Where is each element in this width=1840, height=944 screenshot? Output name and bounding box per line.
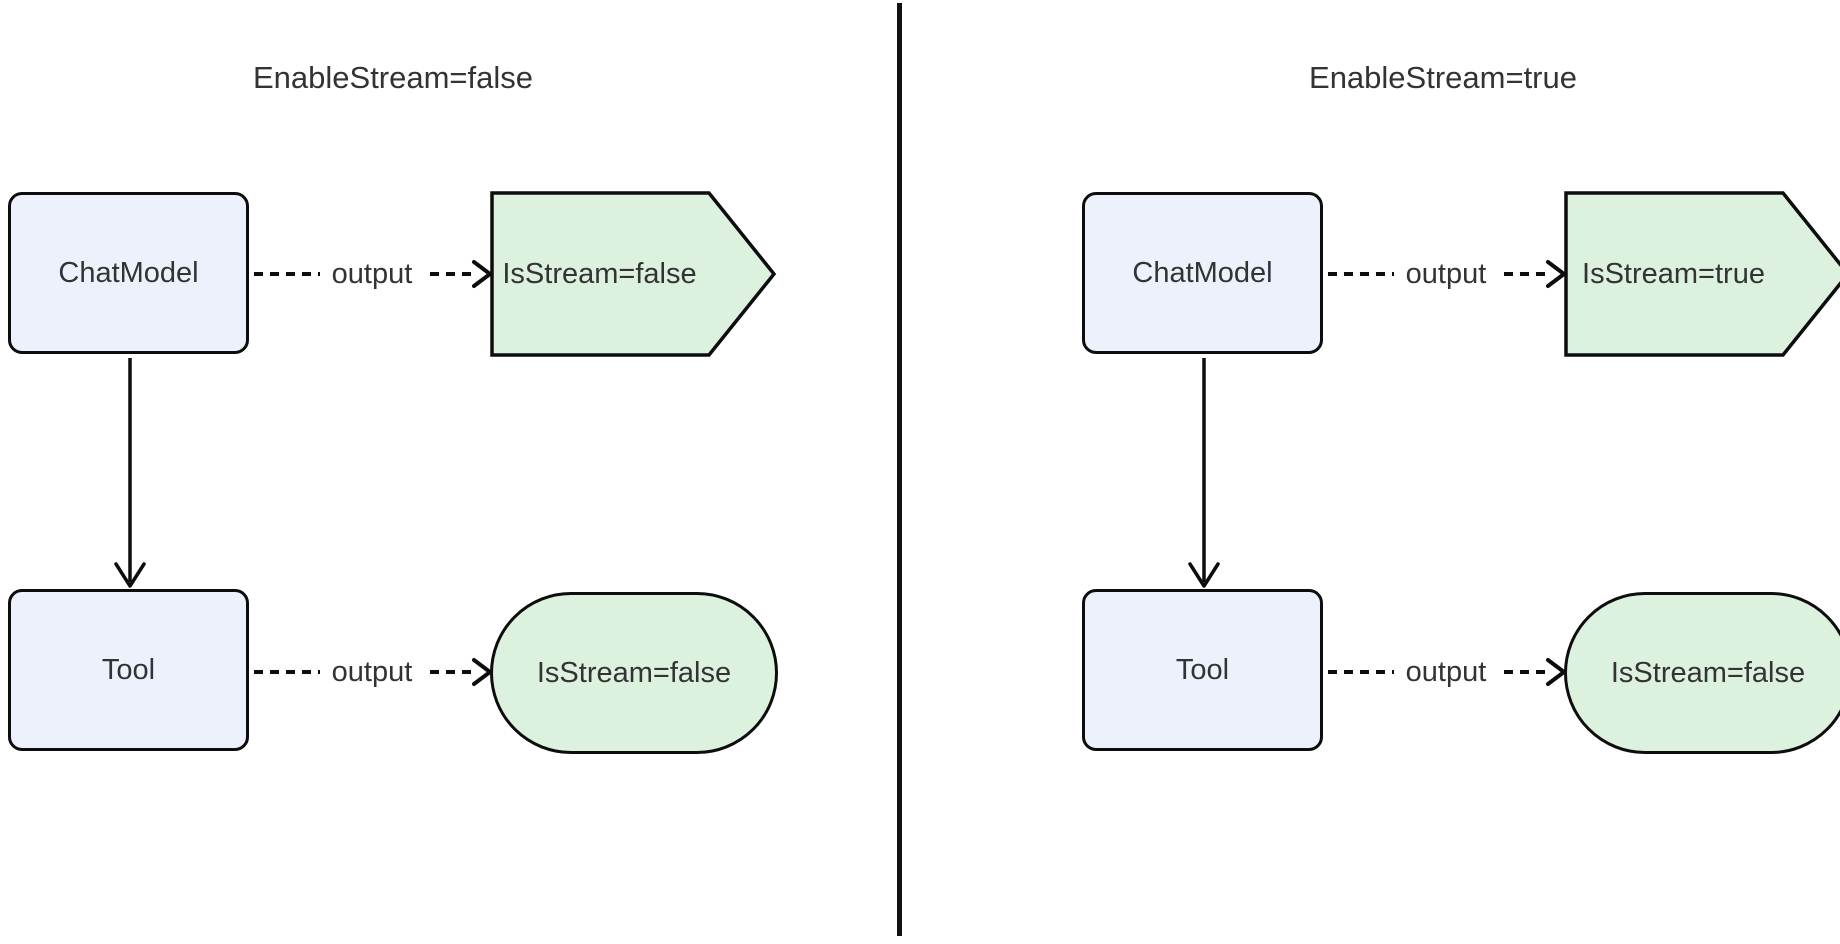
node-isstream-chat: IsStream=false — [490, 191, 776, 357]
edge-label-output: output — [1393, 257, 1499, 291]
panel-enablestream-true: EnableStream=true ChatModel output IsStr… — [1082, 0, 1840, 944]
node-isstream-tool: IsStream=false — [1564, 592, 1840, 754]
panel-enablestream-false: EnableStream=false ChatModel output IsSt… — [8, 0, 788, 944]
arrow-chatmodel-to-tool-icon — [114, 358, 146, 588]
node-chatmodel-label: ChatModel — [58, 256, 199, 289]
edge-label-output: output — [1393, 655, 1499, 689]
panel-divider — [897, 3, 902, 936]
node-tool-label: Tool — [1175, 653, 1230, 686]
edge-label-output: output — [319, 655, 425, 689]
edge-chatmodel-output: output — [252, 252, 492, 296]
arrow-chatmodel-to-tool-icon — [1188, 358, 1220, 588]
node-tool-label: Tool — [101, 653, 156, 686]
node-chatmodel: ChatModel — [8, 192, 249, 354]
panel-title: EnableStream=true — [1309, 60, 1577, 95]
node-chatmodel: ChatModel — [1082, 192, 1323, 354]
node-isstream-chat: IsStream=true — [1564, 191, 1840, 357]
node-tool: Tool — [8, 589, 249, 751]
pentagon-shape-icon — [490, 191, 776, 357]
dashed-arrow-icon — [254, 260, 492, 288]
dashed-arrow-icon — [1328, 260, 1566, 288]
node-isstream-chat-label: IsStream=false — [502, 257, 697, 290]
panel-title: EnableStream=false — [252, 60, 534, 95]
node-isstream-tool: IsStream=false — [490, 592, 778, 754]
pentagon-shape-icon — [1564, 191, 1840, 357]
node-isstream-tool-label: IsStream=false — [536, 656, 732, 689]
node-chatmodel-label: ChatModel — [1132, 256, 1273, 289]
edge-chatmodel-output: output — [1326, 252, 1566, 296]
node-isstream-chat-label: IsStream=true — [1582, 257, 1765, 290]
edge-tool-output: output — [1326, 650, 1566, 694]
edge-label-output: output — [319, 257, 425, 291]
node-isstream-tool-label: IsStream=false — [1610, 656, 1806, 689]
node-tool: Tool — [1082, 589, 1323, 751]
edge-tool-output: output — [252, 650, 492, 694]
